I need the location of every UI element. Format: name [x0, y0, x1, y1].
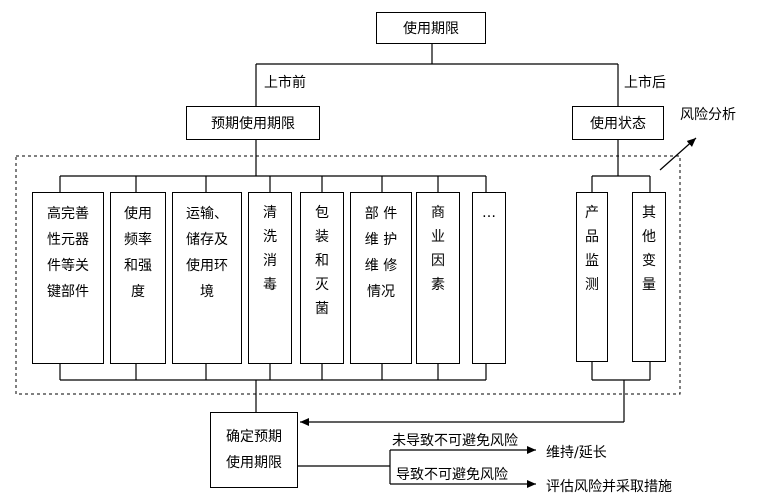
post-factor-product-monitoring: 产 品 监 测	[576, 192, 608, 362]
factor-commercial: 商 业 因 素	[416, 192, 460, 364]
factor-usage-frequency: 使用 频率 和强 度	[110, 192, 166, 364]
outcome-no-risk-result: 维持/延长	[546, 445, 607, 461]
post-market-box: 使用状态	[572, 106, 664, 140]
factor-parts-maintenance: 部 件 维 护 维 修 情况	[350, 192, 412, 364]
confirm-period-box: 确定预期 使用期限	[210, 412, 298, 488]
factor-more: …	[472, 192, 506, 364]
risk-analysis-label: 风险分析	[680, 107, 736, 123]
outcome-risk-condition: 导致不可避免风险	[396, 467, 508, 483]
factor-transport-storage: 运输、 储存及 使用环 境	[172, 192, 242, 364]
outcome-risk-result: 评估风险并采取措施	[546, 479, 672, 495]
outcome-no-risk-condition: 未导致不可避免风险	[392, 433, 518, 449]
title-box: 使用期限	[376, 12, 486, 44]
factor-packaging-sterilization: 包 装 和 灭 菌	[300, 192, 344, 364]
pre-market-box: 预期使用期限	[186, 106, 320, 140]
post-factor-other-variables: 其 他 变 量	[632, 192, 666, 362]
factor-key-parts: 高完善 性元器 件等关 键部件	[32, 192, 104, 364]
factor-cleaning-disinfection: 清 洗 消 毒	[248, 192, 292, 364]
branch-left-label: 上市前	[264, 75, 306, 91]
branch-right-label: 上市后	[624, 75, 666, 91]
